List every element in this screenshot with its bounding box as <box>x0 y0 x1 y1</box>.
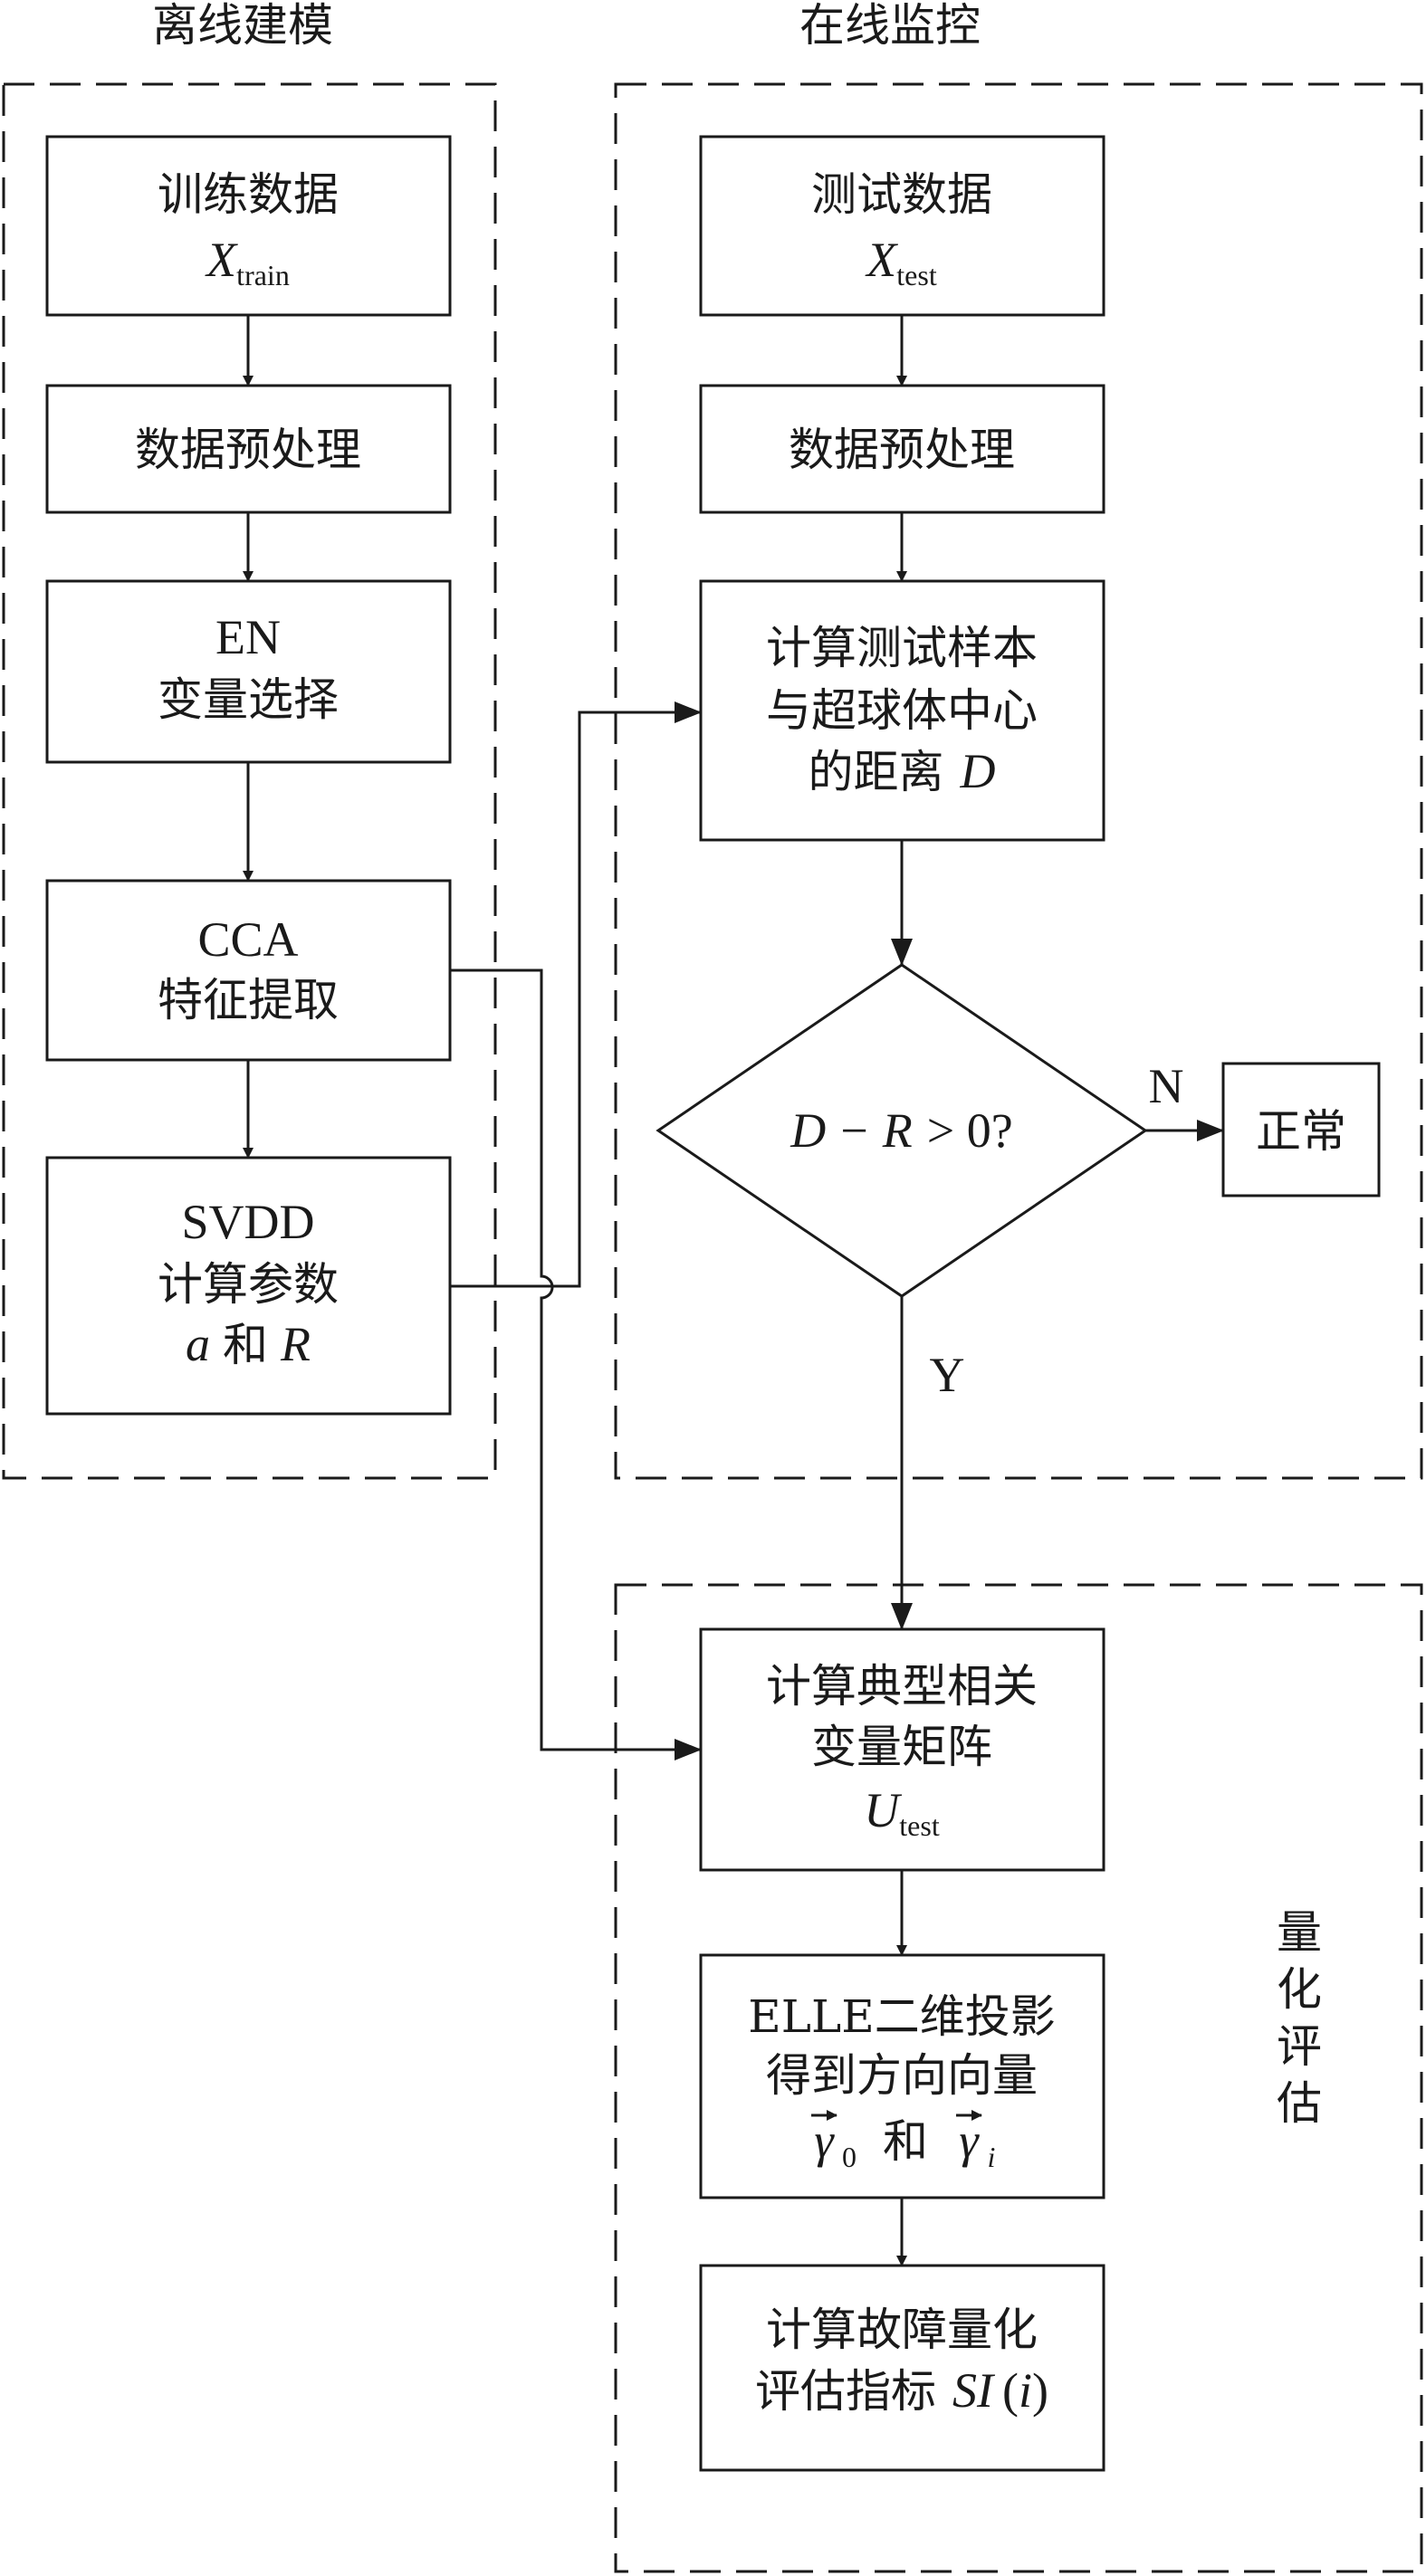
decision-node: D−R> 0? <box>656 963 1148 1298</box>
elle-vectors: γ 0 和 γ i <box>811 2110 996 2173</box>
offline-preprocess-node: 数据预处理 <box>45 384 452 514</box>
cca-sublabel: 特征提取 <box>158 974 339 1026</box>
online-preprocess-node: 数据预处理 <box>699 384 1105 514</box>
branch-yes-label: Y <box>930 1348 965 1402</box>
quant-label-char-3: 评 <box>1277 2020 1322 2073</box>
offline-section-title: 离线建模 <box>152 0 333 52</box>
arrow-cca-to-canonical <box>450 968 702 1760</box>
cca-label: CCA <box>197 912 298 967</box>
train-data-label: 训练数据 <box>158 168 339 221</box>
canonical-symbol: Utest <box>864 1783 940 1842</box>
online-section-title: 在线监控 <box>799 0 981 52</box>
quant-label-char-2: 化 <box>1277 1963 1322 2016</box>
quant-label-char-1: 量 <box>1277 1906 1322 1959</box>
distance-line-2: 与超球体中心 <box>766 684 1038 737</box>
gamma-0-symbol: γ <box>814 2113 835 2168</box>
arrow-svdd-to-distance <box>450 701 702 1288</box>
quant-eval-label: 量 化 评 估 <box>1277 1906 1322 2130</box>
elle-line-1: ELLE二维投影 <box>748 1990 1055 2043</box>
canonical-node: 计算典型相关 变量矩阵 Utest <box>699 1627 1105 1872</box>
decision-condition: D−R> 0? <box>790 1103 1012 1158</box>
en-node: EN 变量选择 <box>45 579 452 764</box>
offline-preprocess-label: 数据预处理 <box>135 424 361 476</box>
gamma-0-sub: 0 <box>842 2141 857 2173</box>
en-label: EN <box>215 610 281 664</box>
svdd-sublabel: 计算参数 <box>158 1258 339 1311</box>
normal-label: 正常 <box>1256 1105 1346 1158</box>
gamma-i-symbol: γ <box>959 2113 980 2168</box>
quant-label-char-4: 估 <box>1277 2077 1322 2130</box>
index-line-1: 计算故障量化 <box>766 2304 1038 2356</box>
elle-line-2: 得到方向向量 <box>766 2049 1038 2102</box>
gamma-i-sub: i <box>988 2141 996 2173</box>
canonical-line-1: 计算典型相关 <box>766 1660 1038 1713</box>
test-data-symbol: Xtest <box>865 233 937 291</box>
test-data-node: 测试数据 Xtest <box>699 135 1105 317</box>
offline-region <box>2 82 497 1480</box>
train-data-symbol: Xtrain <box>205 233 290 291</box>
canonical-line-2: 变量矩阵 <box>811 1721 992 1773</box>
elle-node: ELLE二维投影 得到方向向量 γ 0 和 γ i <box>699 1953 1105 2199</box>
online-region <box>614 82 1423 1480</box>
online-preprocess-label: 数据预处理 <box>789 424 1015 476</box>
test-data-label: 测试数据 <box>811 168 992 221</box>
normal-node: 正常 <box>1221 1062 1381 1197</box>
train-data-node: 训练数据 Xtrain <box>45 135 452 317</box>
branch-no-label: N <box>1149 1059 1184 1113</box>
distance-line-1: 计算测试样本 <box>766 622 1038 674</box>
svdd-label: SVDD <box>181 1195 314 1249</box>
elle-and: 和 <box>883 2115 928 2168</box>
en-sublabel: 变量选择 <box>158 673 339 726</box>
cca-node: CCA 特征提取 <box>45 879 452 1062</box>
quant-region <box>614 1583 1423 2573</box>
